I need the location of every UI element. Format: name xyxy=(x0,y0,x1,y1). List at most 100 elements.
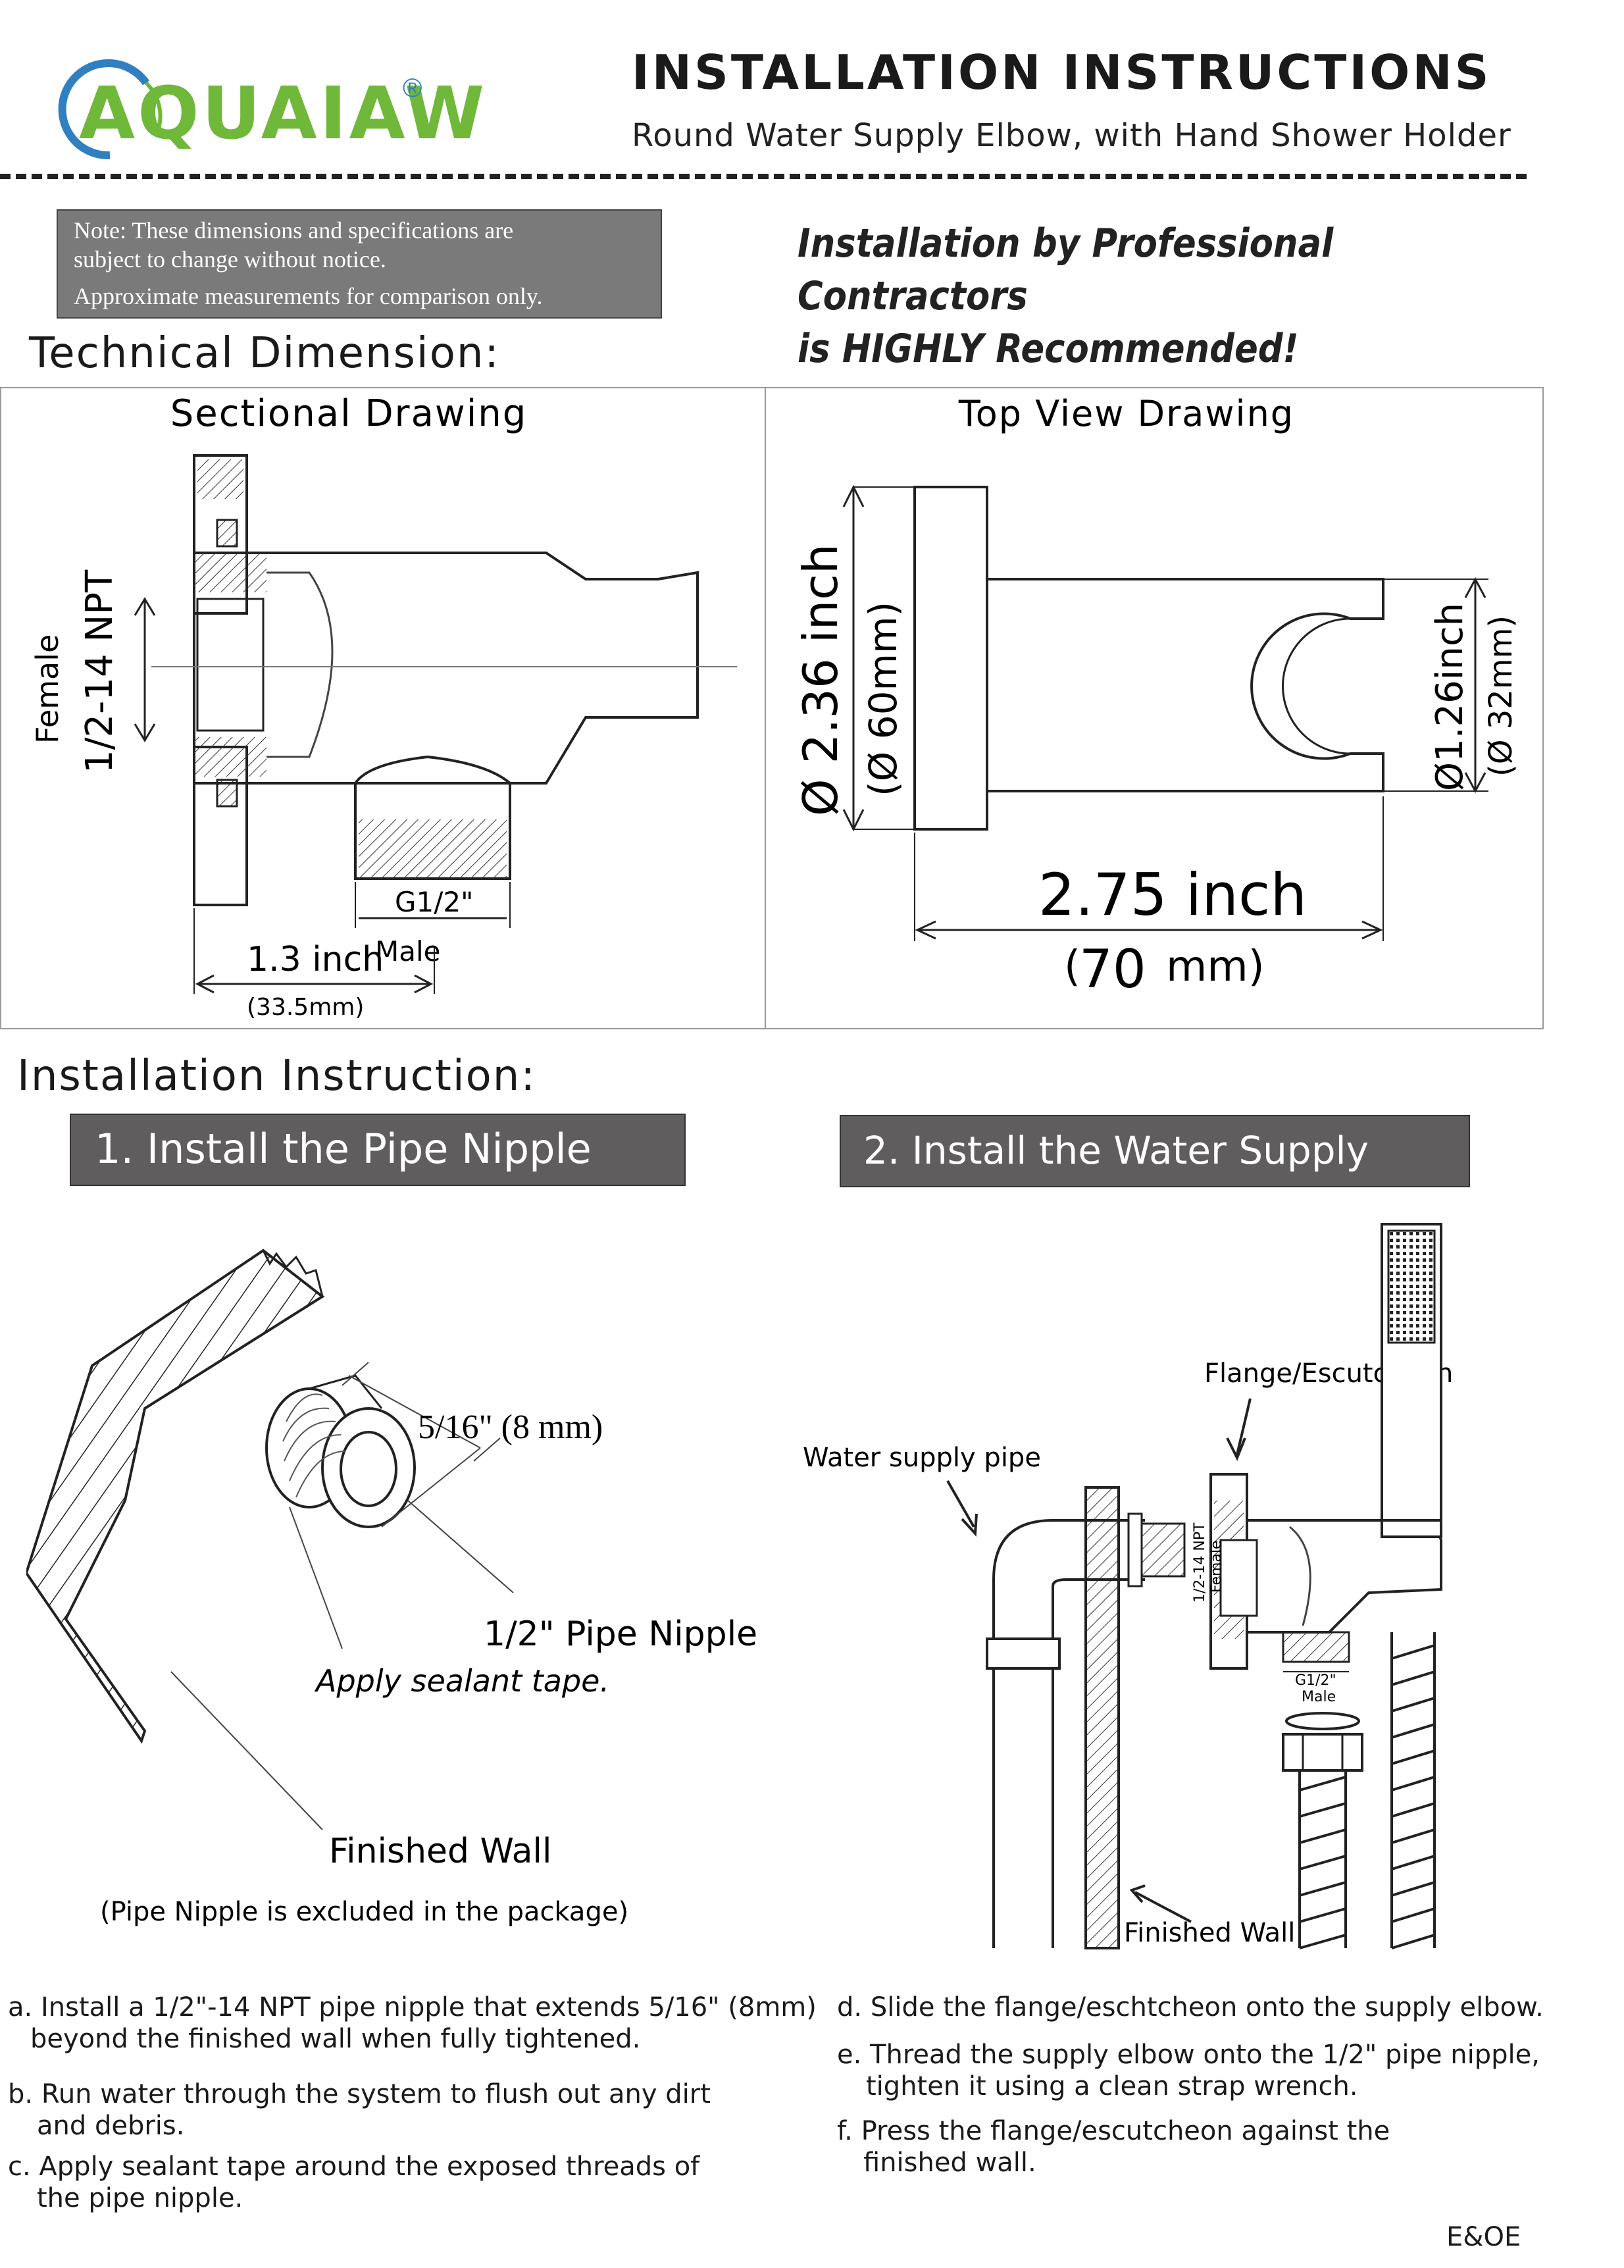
finished-wall xyxy=(1084,1486,1120,1949)
holder-cradle xyxy=(1282,617,1351,755)
extend-label: 5/16" (8 mm) xyxy=(418,1408,603,1446)
step-item-b: b. Run water through the system to flush… xyxy=(8,2078,824,2142)
flange-arrow xyxy=(1236,1398,1252,1455)
elbow-top-outline xyxy=(987,578,1384,792)
wall-break-line xyxy=(262,1250,324,1297)
installation-heading: Installation Instruction: xyxy=(17,1052,536,1100)
fitting-hex xyxy=(1127,1512,1143,1587)
length-label: 2.75 inch xyxy=(1038,861,1307,929)
npt-dim-arrows xyxy=(134,597,156,742)
wall-arrow xyxy=(1134,1891,1192,1923)
body-hatch-bottom xyxy=(194,737,266,777)
shower-face xyxy=(1387,1229,1436,1344)
elbow-bore xyxy=(1219,1539,1258,1617)
pipe-coupling xyxy=(986,1637,1061,1670)
step-item-c: c. Apply sealant tape around the exposed… xyxy=(8,2151,824,2214)
female-small-label: Female xyxy=(1208,1540,1225,1593)
dashed-divider xyxy=(0,174,1527,179)
step1-header: 1. Install the Pipe Nipple xyxy=(70,1114,686,1186)
step2-illustration: Flange/Escutcheon Water supply pipe 1/2-… xyxy=(803,1223,1453,1949)
width-mm-label: (33.5mm) xyxy=(247,994,364,1021)
top-view-title: Top View Drawing xyxy=(958,393,1294,434)
npt-label: 1/2-14 NPT xyxy=(78,569,121,773)
flange-hatch xyxy=(197,459,243,499)
pipe-arrowhead xyxy=(961,1513,978,1537)
step1-illustration: 5/16" (8 mm) 1/2" Pipe Nipple Apply seal… xyxy=(26,1249,757,1927)
wall-leader xyxy=(170,1671,323,1830)
nipple-flange-edge xyxy=(309,1374,383,1409)
width-dim-arrows xyxy=(195,974,434,994)
recommend-line: is HIGHLY Recommended! xyxy=(798,326,1299,372)
extend-dim-line xyxy=(348,1375,481,1449)
hose-nut xyxy=(1282,1733,1363,1772)
dia-label: Ø 2.36 inch xyxy=(793,544,848,816)
step-text: b. Run water through the system to flush… xyxy=(8,2079,711,2109)
page-subtitle: Round Water Supply Elbow, with Hand Show… xyxy=(632,117,1511,154)
sealant-label: Apply sealant tape. xyxy=(314,1663,609,1699)
step-text: e. Thread the supply elbow onto the 1/2"… xyxy=(837,2040,1540,2070)
step-text: f. Press the flange/escutcheon against t… xyxy=(837,2116,1390,2146)
g-label: G1/2" xyxy=(395,886,473,918)
note-line: Note: These dimensions and specification… xyxy=(74,217,514,244)
excluded-note: (Pipe Nipple is excluded in the package) xyxy=(100,1897,628,1927)
step-text-cont: tighten it using a clean strap wrench. xyxy=(866,2071,1358,2101)
male-small-label: Male xyxy=(1302,1689,1336,1705)
washer xyxy=(1285,1712,1360,1730)
wall-arrowhead xyxy=(1129,1884,1146,1903)
wall-label-2: Finished Wall xyxy=(1124,1918,1295,1948)
step-item-a: a. Install a 1/2"-14 NPT pipe nipple tha… xyxy=(8,1992,824,2055)
flange-top xyxy=(193,454,248,615)
step2-header: 2. Install the Water Supply Elbow xyxy=(840,1115,1470,1241)
inner-bore xyxy=(196,598,265,732)
nipple-label: 1/2" Pipe Nipple xyxy=(484,1614,757,1654)
pipe-arrow xyxy=(946,1480,975,1528)
step-item-e: e. Thread the supply elbow onto the 1/2"… xyxy=(837,2039,1561,2102)
recommend-line: Installation by Professional Contractors xyxy=(798,220,1334,319)
flange-arrowhead xyxy=(1226,1437,1246,1461)
note-line: subject to change without notice. xyxy=(74,246,386,272)
step-text-cont: the pipe nipple. xyxy=(37,2183,243,2213)
step-text-cont: beyond the finished wall when fully tigh… xyxy=(30,2024,641,2054)
elbow-body xyxy=(193,552,699,785)
male-label: Male xyxy=(375,935,440,967)
female-label: Female xyxy=(30,634,65,744)
seal-top xyxy=(216,519,238,548)
wall-label-1: Finished Wall xyxy=(329,1832,551,1871)
step-text: a. Install a 1/2"-14 NPT pipe nipple tha… xyxy=(8,1992,817,2023)
top-view-panel xyxy=(763,387,1544,1029)
elbow-curve xyxy=(1289,1526,1311,1626)
brand-name: AQUAIAW xyxy=(79,71,488,155)
note-line: Approximate measurements for comparison … xyxy=(74,283,543,309)
holder-mm-label: (Ø 32mm) xyxy=(1483,615,1519,777)
internal-channel xyxy=(266,571,334,758)
nipple-threads xyxy=(282,1393,346,1498)
disclaimer-note: Note: These dimensions and specification… xyxy=(57,209,662,319)
extend-ext xyxy=(381,1447,481,1528)
body-hatch-top xyxy=(194,553,266,592)
page-title: INSTALLATION INSTRUCTIONS xyxy=(632,45,1492,100)
supply-pipe xyxy=(992,1659,1054,1948)
step-item-d: d. Slide the flange/eschtcheon onto the … xyxy=(837,1992,1561,2023)
technical-dimension-heading: Technical Dimension: xyxy=(29,329,500,378)
step-text: c. Apply sealant tape around the exposed… xyxy=(8,2152,700,2182)
nipple-thread xyxy=(1140,1522,1186,1578)
step-text: d. Slide the flange/eschtcheon onto the … xyxy=(837,1992,1544,2023)
sectional-drawing: Sectional Drawing Female 1/2-14 NPT G1/2… xyxy=(30,392,737,1021)
hose-left xyxy=(1298,1770,1347,1948)
steps-left-list: a. Install a 1/2"-14 NPT pipe nipple tha… xyxy=(8,1992,824,2238)
top-view-drawing: Top View Drawing Ø 2.36 inch (Ø 60mm) Ø1… xyxy=(793,393,1519,1000)
sectional-title: Sectional Drawing xyxy=(170,392,528,435)
outlet xyxy=(354,755,511,880)
step-item-f: f. Press the flange/escutcheon against t… xyxy=(837,2115,1561,2178)
length-mm-unit: mm) xyxy=(1166,942,1265,991)
npt-small-label: 1/2-14 NPT xyxy=(1192,1522,1208,1603)
step-text-cont: and debris. xyxy=(37,2111,185,2141)
width-label: 1.3 inch xyxy=(247,940,384,979)
step-text-cont: finished wall. xyxy=(863,2148,1036,2178)
aquaiaw-logo-icon xyxy=(58,59,163,160)
round-flange xyxy=(913,486,988,831)
sealant-leader xyxy=(289,1507,343,1649)
length-mm-value: 70 xyxy=(1079,939,1146,1000)
length-dim-arrows xyxy=(915,920,1383,940)
hose-right-coil xyxy=(1391,1644,1435,1949)
